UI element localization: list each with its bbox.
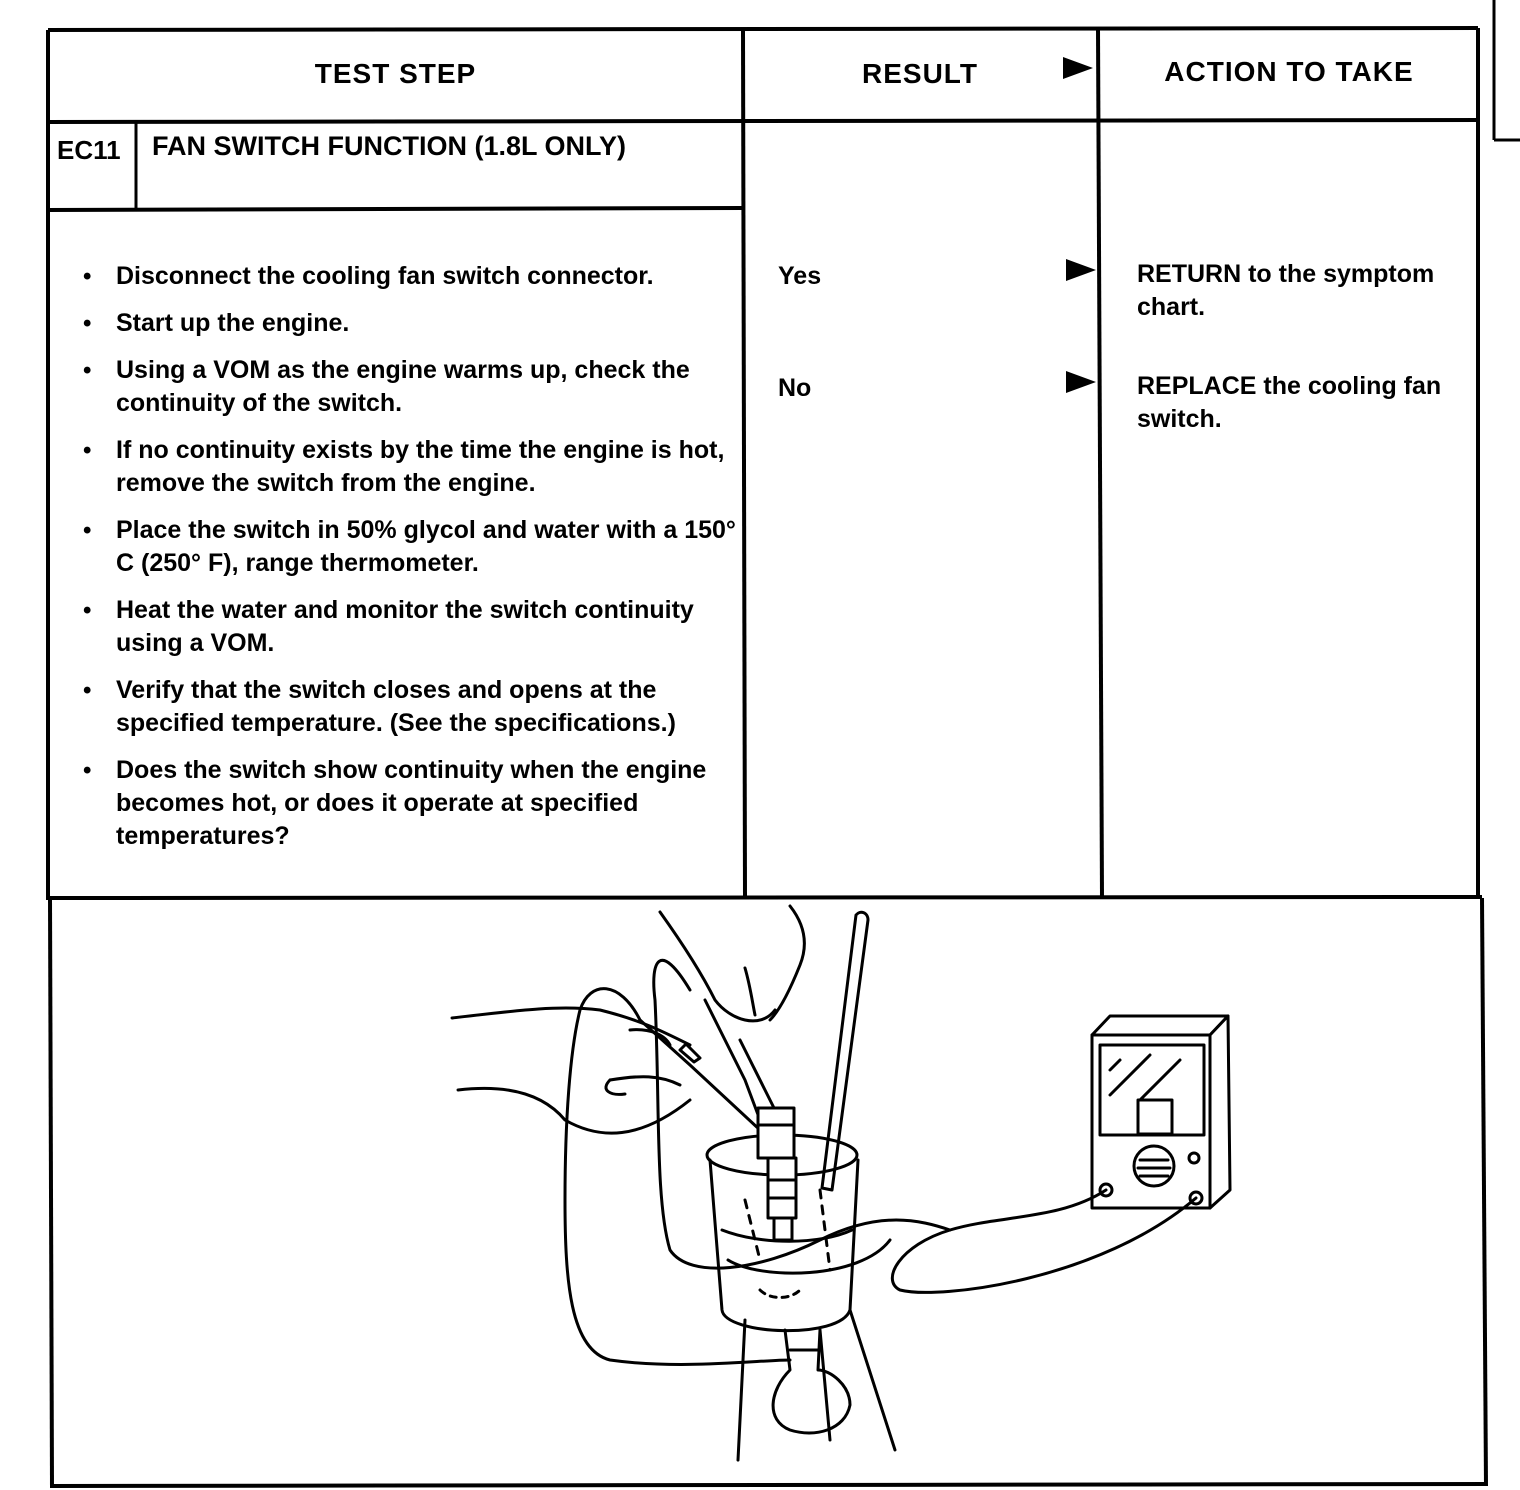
step-title: FAN SWITCH FUNCTION (1.8L ONLY) <box>152 131 627 161</box>
list-item: Using a VOM as the engine warms up, chec… <box>48 354 738 420</box>
list-item: Start up the engine. <box>48 307 738 340</box>
list-item: Verify that the switch closes and opens … <box>48 674 738 740</box>
tripod-icon <box>726 1238 897 1462</box>
burner-icon <box>771 1328 852 1435</box>
list-item: Disconnect the cooling fan switch connec… <box>48 260 738 293</box>
list-item: If no continuity exists by the time the … <box>48 434 738 500</box>
list-item: Heat the water and monitor the switch co… <box>48 594 738 660</box>
arrow-icon <box>1066 371 1096 393</box>
list-item: Does the switch show continuity when the… <box>48 754 738 853</box>
result-no: No <box>778 374 812 402</box>
hand-icon <box>658 904 806 1023</box>
header-test-step: TEST STEP <box>314 58 477 89</box>
step-id: EC11 <box>57 135 121 165</box>
list-item: Place the switch in 50% glycol and water… <box>48 514 738 580</box>
ohmmeter-icon <box>1090 1014 1232 1210</box>
action-no: REPLACE the cooling fan switch. <box>1137 372 1442 433</box>
header-result: RESULT <box>862 58 978 89</box>
action-yes: RETURN to the symptom chart. <box>1137 260 1435 321</box>
arrow-icon <box>1066 259 1096 281</box>
header-action: ACTION TO TAKE <box>1164 56 1414 87</box>
thermometer-icon <box>820 910 870 1192</box>
result-arrow-icon <box>1063 57 1093 79</box>
fan-switch-icon <box>756 1106 798 1242</box>
result-yes: Yes <box>778 262 822 290</box>
test-step-list: Disconnect the cooling fan switch connec… <box>48 260 738 867</box>
